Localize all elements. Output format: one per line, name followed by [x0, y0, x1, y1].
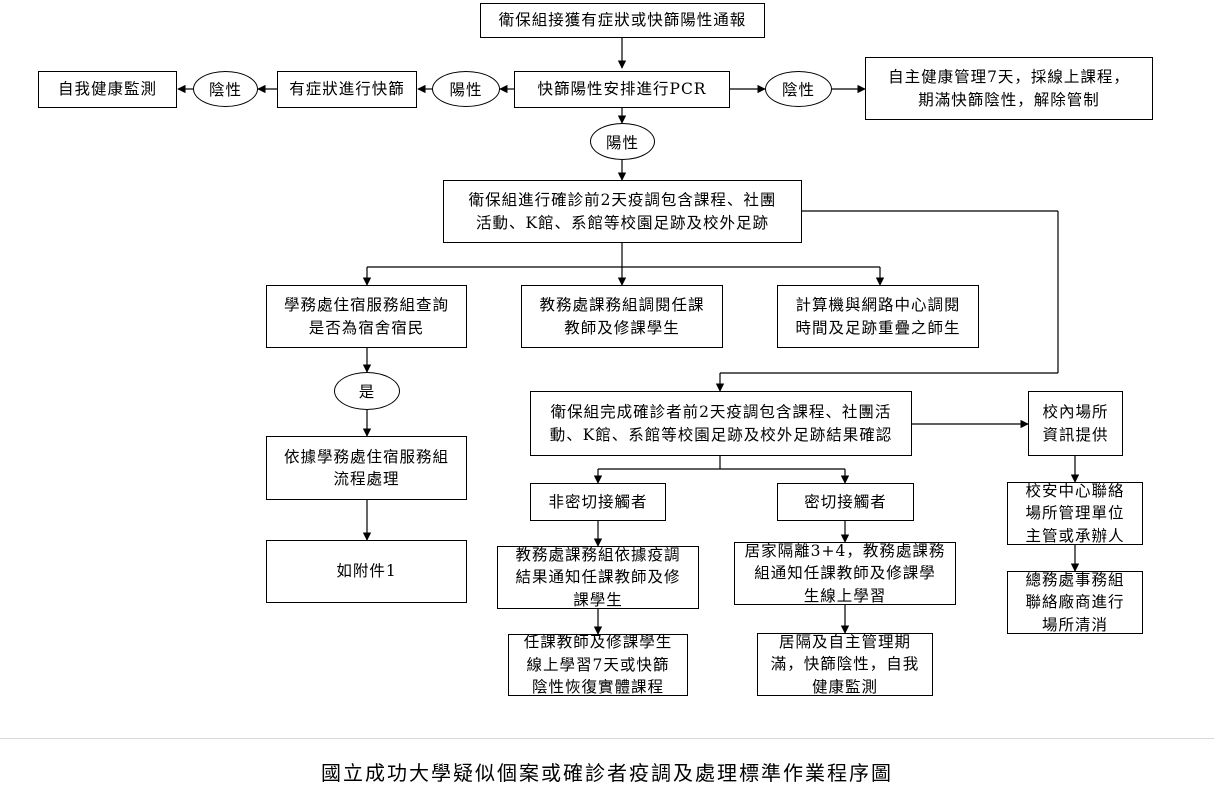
yes-oval: 是 [334, 372, 400, 410]
non-close-contact-box: 非密切接觸者 [530, 483, 666, 521]
connector-lines [177, 38, 1080, 635]
positive-oval-center: 陽性 [590, 123, 655, 160]
footer: 國立成功大學疑似個案或確診者疫調及處理標準作業程序圖 [0, 738, 1214, 803]
attachment-box: 如附件1 [266, 540, 467, 603]
close-contact-box: 密切接觸者 [777, 483, 914, 521]
network-query-box: 計算機與網路中心調閱 時間及足跡重疊之師生 [777, 285, 979, 348]
positive-oval-left: 陽性 [432, 71, 500, 107]
general-affairs-box: 總務處事務組 聯絡廠商進行 場所清消 [1007, 571, 1143, 634]
symptom-test-box: 有症狀進行快篩 [277, 71, 417, 108]
investigation-box: 衛保組進行確診前2天疫調包含課程、社團 活動、K館、系館等校園足跡及校外足跡 [443, 180, 802, 243]
campus-info-box: 校內場所 資訊提供 [1028, 391, 1123, 456]
security-center-box: 校安中心聯絡 場所管理單位 主管或承辦人 [1007, 482, 1143, 545]
course-query-box: 教務處課務組調閱任課 教師及修課學生 [521, 285, 723, 348]
self-manage-box: 自主健康管理7天，採線上課程， 期滿快篩陰性，解除管制 [865, 57, 1153, 120]
flowchart: 衛保組接獲有症狀或快篩陽性通報 自我健康監測 陰性 有症狀進行快篩 陽性 快篩陽… [38, 3, 1153, 696]
quarantine-end-box: 居隔及自主管理期 滿，快篩陰性，自我 健康監測 [757, 633, 933, 696]
quarantine-box: 居家隔離3+4，教務處課務 組通知任課教師及修課學 生線上學習 [734, 542, 956, 605]
online-learning-box: 任課教師及修課學生 線上學習7天或快篩 陰性恢復實體課程 [508, 633, 688, 696]
diagram-title: 國立成功大學疑似個案或確診者疫調及處理標準作業程序圖 [321, 761, 893, 785]
pcr-box: 快篩陽性安排進行PCR [514, 71, 730, 108]
negative-oval-right: 陰性 [765, 71, 832, 107]
report-box: 衛保組接獲有症狀或快篩陽性通報 [480, 3, 765, 38]
dorm-query-box: 學務處住宿服務組查詢 是否為宿舍宿民 [266, 285, 467, 348]
notify-non-close-box: 教務處課務組依據疫調 結果通知任課教師及修 課學生 [497, 546, 699, 609]
confirm-box: 衛保組完成確診者前2天疫調包含課程、社團活 動、K館、系館等校園足跡及校外足跡結… [530, 391, 912, 456]
self-monitor-box: 自我健康監測 [38, 71, 177, 108]
dorm-process-box: 依據學務處住宿服務組 流程處理 [266, 436, 467, 500]
negative-oval-left: 陰性 [193, 71, 258, 107]
